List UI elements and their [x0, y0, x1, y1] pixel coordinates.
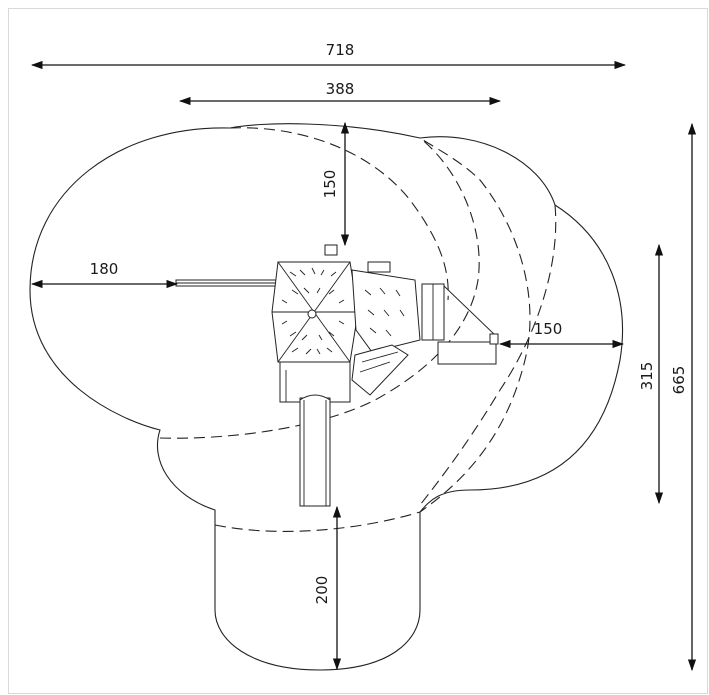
dim-label-left-depth: 180 — [90, 260, 119, 278]
dim-label-top-depth: 150 — [321, 170, 339, 199]
diagram-frame — [8, 8, 708, 694]
dim-label-overall-width: 718 — [326, 41, 355, 59]
dim-label-inner-width: 388 — [326, 80, 355, 98]
dim-label-overall-height: 665 — [670, 366, 688, 395]
fall-zone-dashed-left — [159, 137, 480, 439]
dim-label-inner-height: 315 — [638, 362, 656, 391]
dim-label-right-depth: 150 — [534, 320, 563, 338]
fall-zone-dashed-right — [214, 137, 531, 532]
play-equipment — [175, 244, 499, 507]
fall-zone-dashed-top — [229, 127, 449, 301]
fall-zone-dashed-right-lower — [419, 204, 557, 506]
safety-zone-outline — [29, 123, 623, 671]
dim-label-bottom-depth: 200 — [313, 576, 331, 605]
